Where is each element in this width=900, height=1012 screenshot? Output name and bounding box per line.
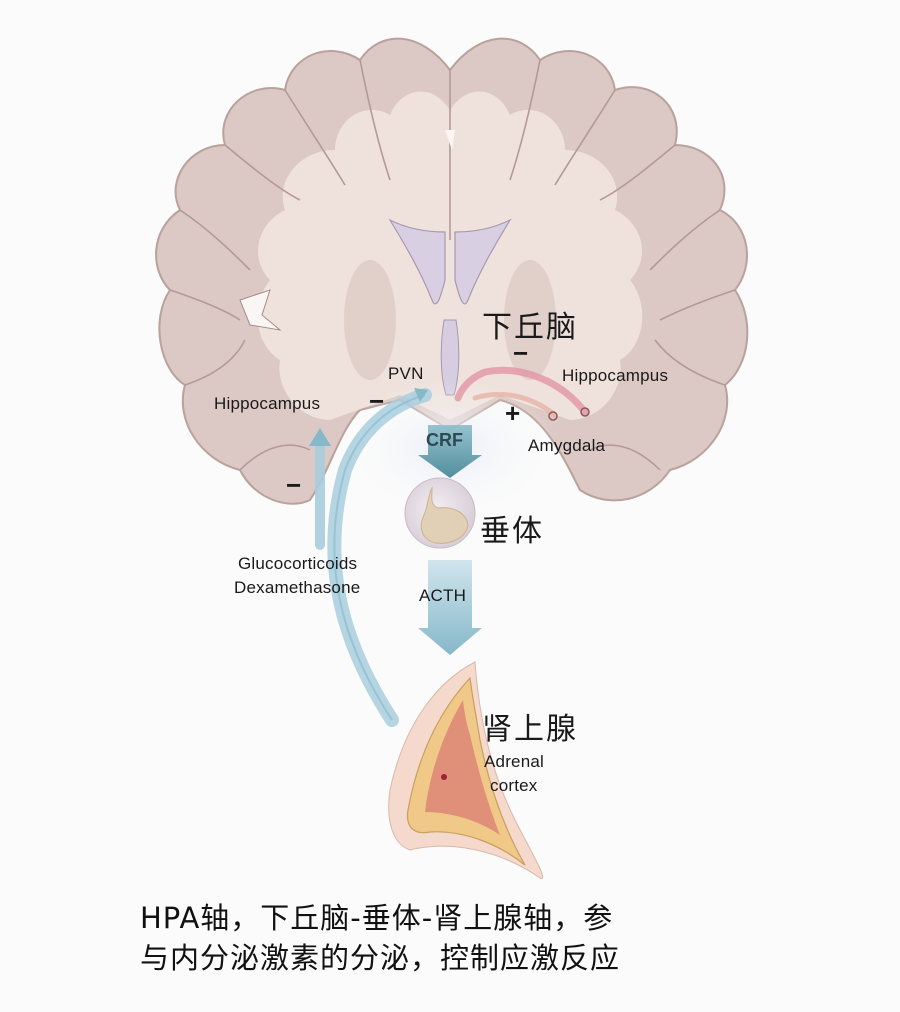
- glucocorticoids-label: Glucocorticoids: [238, 554, 358, 573]
- caption: HPA轴，下丘脑-垂体-肾上腺轴，参 与内分泌激素的分泌，控制应激反应: [140, 898, 800, 978]
- limbic-input-pathways: [454, 366, 590, 421]
- acth-label: ACTH: [419, 586, 467, 605]
- amygdala-label: Amygdala: [528, 436, 606, 455]
- dexamethasone-label: Dexamethasone: [234, 578, 361, 597]
- hippocampus-left-label: Hippocampus: [214, 394, 321, 413]
- pituitary-label: 垂体: [480, 514, 544, 549]
- caption-line-1: HPA轴，下丘脑-垂体-肾上腺轴，参: [140, 901, 614, 935]
- amygdala-excite-sign: +: [505, 398, 521, 428]
- hippocampus-left-inhibit-sign: −: [369, 386, 385, 416]
- hippocampus-right-label: Hippocampus: [562, 366, 669, 385]
- pvn-label: PVN: [388, 364, 424, 383]
- brain-coronal-section: [155, 37, 749, 505]
- glucocorticoid-feedback-arrows: [309, 388, 432, 727]
- caption-line-2: 与内分泌激素的分泌，控制应激反应: [140, 941, 621, 975]
- adrenal-gland: [388, 661, 544, 879]
- pituitary-gland: [404, 477, 476, 549]
- crf-label: CRF: [426, 430, 463, 450]
- glucocorticoid-feedback-inhibit-sign: −: [286, 470, 302, 500]
- acth-arrow: [418, 560, 482, 655]
- adrenal-cortex-label-line2: cortex: [490, 776, 538, 795]
- adrenal-label: 肾上腺: [482, 712, 578, 747]
- crf-arrow: [418, 425, 482, 478]
- hippocampus-right-inhibit-sign: −: [513, 338, 529, 368]
- hypothalamus-label: 下丘脑: [482, 310, 578, 345]
- ventricle: [388, 218, 446, 305]
- adrenal-cortex-label-line1: Adrenal: [484, 752, 544, 771]
